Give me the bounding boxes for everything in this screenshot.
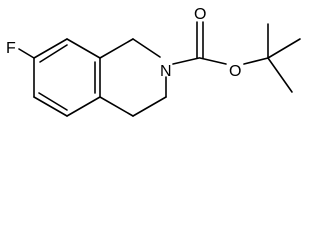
bond-c6-c1 xyxy=(66,38,101,59)
bond-ch2-ch2 xyxy=(132,96,167,117)
bond-carbonyl-ester-o xyxy=(199,57,227,65)
nitrogen-label: N xyxy=(160,63,172,80)
bond-c5-c6 xyxy=(33,38,68,59)
fluorine-label: F xyxy=(6,40,16,57)
bond-ester-o-quaternary-c xyxy=(243,57,269,65)
bond-c3-c4 xyxy=(33,96,68,117)
bond-c1-ch2 xyxy=(99,38,134,59)
benzene-ring xyxy=(33,38,101,117)
chemical-structure: F N O O xyxy=(6,6,301,117)
saturated-ring xyxy=(99,38,167,117)
bond-quaternary-c-methyl-down xyxy=(267,57,293,93)
carbonyl-oxygen-label: O xyxy=(194,6,206,23)
double-bond-inner-3 xyxy=(39,44,68,63)
bond-ch2-c2 xyxy=(99,96,134,117)
bond-c2-c3 xyxy=(66,96,101,117)
bond-n-carbonyl xyxy=(172,57,200,65)
bond-c5-f xyxy=(18,48,35,59)
bond-ch2-n xyxy=(132,38,161,58)
ester-oxygen-label: O xyxy=(229,63,241,80)
double-bond-inner-2 xyxy=(38,92,68,111)
bond-quaternary-c-methyl-right xyxy=(267,38,301,59)
boc-group xyxy=(172,21,301,93)
